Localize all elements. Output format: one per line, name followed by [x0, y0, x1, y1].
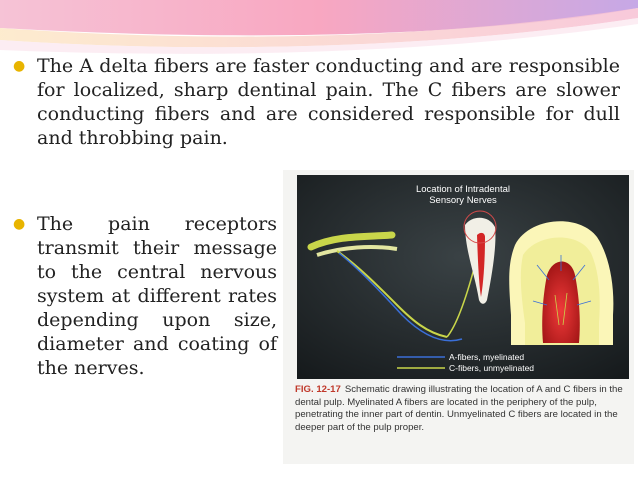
bullet-point-pain-receptors: ● The pain receptors transmit their mess… [13, 212, 277, 380]
bullet-marker-icon: ● [13, 216, 26, 232]
textbook-figure: Location of Intradental Sensory Nerves [283, 170, 634, 464]
figure-caption-text: Schematic drawing illustrating the locat… [295, 384, 623, 433]
bullet-text: The A delta fibers are faster conducting… [37, 55, 620, 149]
nerve-diagram-image: Location of Intradental Sensory Nerves [297, 175, 629, 379]
figure-title: Location of Intradental [416, 184, 510, 195]
bullet-marker-icon: ● [13, 58, 26, 74]
header-swoosh-decoration [0, 0, 638, 54]
bullet-point-fiber-speed: ● The A delta fibers are faster conducti… [13, 54, 620, 150]
figure-subtitle: Sensory Nerves [429, 195, 497, 206]
legend-a-fiber-label: A-fibers, myelinated [449, 352, 524, 362]
legend-c-fiber-label: C-fibers, unmyelinated [449, 363, 534, 373]
bullet-text: The pain receptors transmit their messag… [37, 213, 277, 379]
figure-number: FIG. 12-17 [295, 384, 341, 395]
